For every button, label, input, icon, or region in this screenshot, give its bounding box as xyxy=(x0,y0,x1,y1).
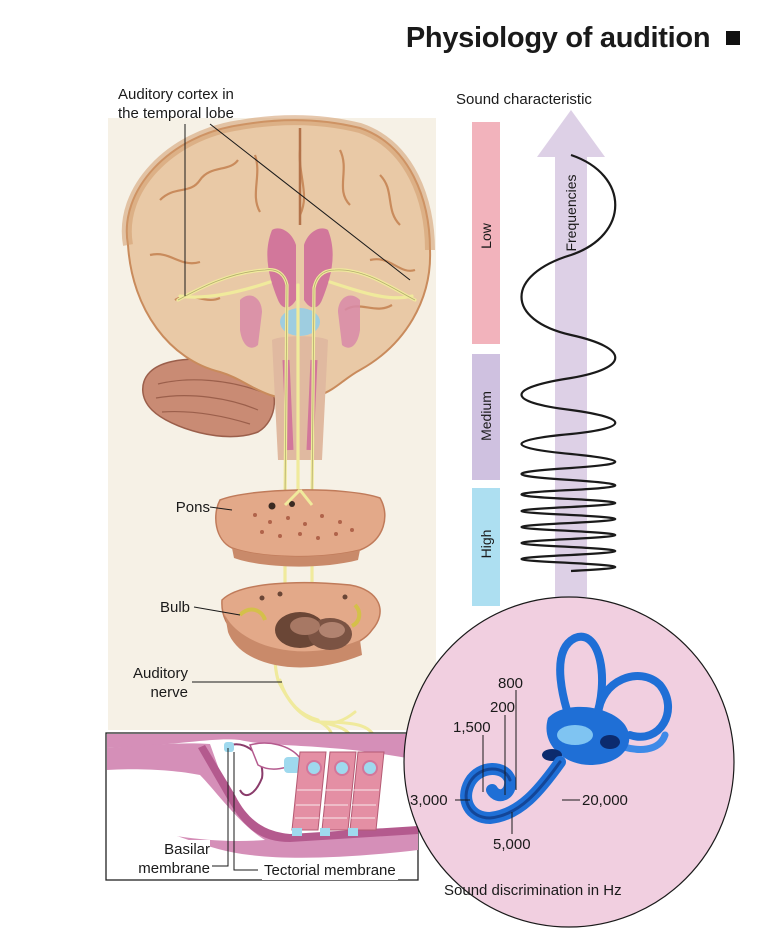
freq-label-800: 800 xyxy=(498,675,524,692)
band-label-medium: Medium xyxy=(478,391,494,441)
leader-lines xyxy=(184,123,411,871)
frequency-waveform xyxy=(520,153,617,573)
label-auditory-cortex: Auditory cortex in the temporal lobe xyxy=(118,86,234,122)
title-text: Physiology of audition xyxy=(405,22,711,54)
label-pons: Pons xyxy=(175,499,210,516)
thalamus-blue xyxy=(280,308,320,336)
label-auditory-nerve: Auditory nerve xyxy=(132,665,188,701)
ventricles xyxy=(267,228,333,308)
title-square-icon xyxy=(726,31,740,45)
label-tectorial-membrane: Tectorial membrane xyxy=(262,861,398,880)
band-low xyxy=(472,122,500,344)
freq-label-3000: 3,000 xyxy=(410,792,448,809)
label-basilar-membrane: Basilar membrane xyxy=(110,840,210,878)
band-high xyxy=(472,488,500,606)
bulb-slice xyxy=(221,581,381,668)
page-title: Physiology of audition xyxy=(300,22,740,55)
cochlea-circle xyxy=(403,596,735,928)
sound-bands xyxy=(472,122,500,606)
pons-slice xyxy=(215,488,386,567)
freq-label-1500: 1,500 xyxy=(453,719,491,736)
band-medium xyxy=(472,354,500,480)
freq-label-5000: 5,000 xyxy=(493,836,531,853)
freq-label-20000: 20,000 xyxy=(582,792,628,809)
arrow-label-frequencies: Frequencies xyxy=(563,174,579,252)
cochlea-caption: Sound discrimination in Hz xyxy=(444,882,622,899)
band-label-low: Low xyxy=(478,223,494,249)
label-bulb: Bulb xyxy=(159,599,190,616)
band-label-high: High xyxy=(478,529,494,559)
sound-characteristic-heading: Sound characteristic xyxy=(456,91,592,108)
freq-label-200: 200 xyxy=(490,699,516,716)
brainstem xyxy=(272,336,328,460)
